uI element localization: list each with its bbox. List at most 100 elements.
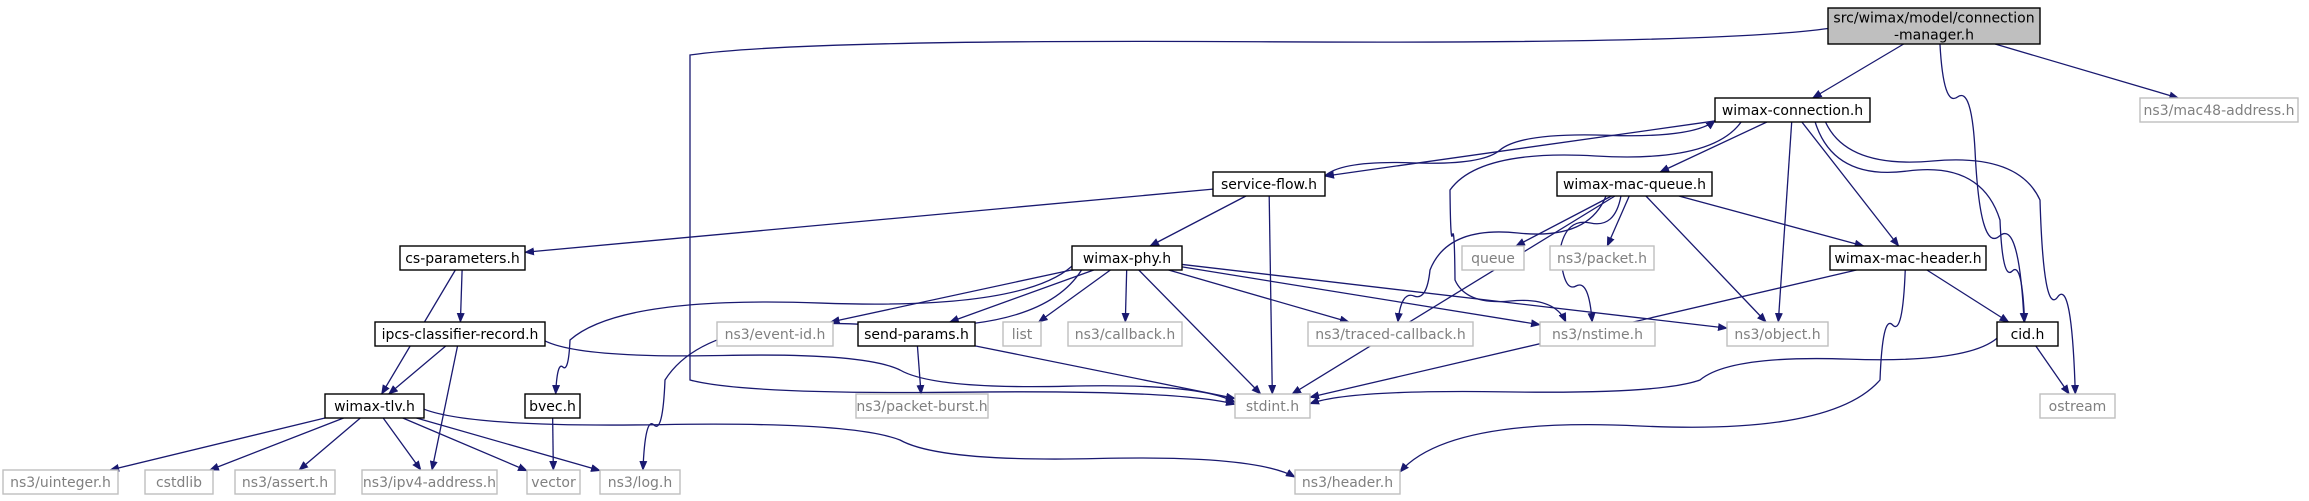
edge-wimax-phy-to-traced-callback bbox=[1168, 269, 1350, 324]
edge-path bbox=[549, 417, 558, 471]
edge-path bbox=[1399, 269, 1906, 473]
node-list: list bbox=[1002, 321, 1042, 347]
node-box bbox=[1307, 321, 1474, 347]
node-label: ns3/event-id.h bbox=[725, 327, 826, 343]
edge-service-flow-to-wimax-connection bbox=[1324, 119, 1716, 177]
edge-ipcs-to-wimax-tlv bbox=[387, 345, 447, 395]
edge-path bbox=[1645, 195, 1767, 323]
edge-path bbox=[948, 269, 1094, 323]
node-ipcs[interactable]: ipcs-classifier-record.h bbox=[374, 321, 546, 347]
node-label: service-flow.h bbox=[1221, 177, 1317, 193]
edge-wimax-connection-to-nstime bbox=[1449, 121, 1742, 323]
edge-path bbox=[689, 27, 1829, 406]
edge-path bbox=[1659, 121, 1768, 173]
node-cs-parameters[interactable]: cs-parameters.h bbox=[399, 245, 526, 271]
edge-path bbox=[1268, 195, 1277, 395]
node-bvec[interactable]: bvec.h bbox=[524, 393, 581, 419]
node-traced-callback: ns3/traced-callback.h bbox=[1307, 321, 1474, 347]
edge-path bbox=[552, 265, 1073, 395]
edge-path bbox=[544, 340, 1236, 403]
edge-wimax-tlv-to-assert bbox=[298, 417, 361, 471]
edge-path bbox=[1678, 195, 1865, 248]
node-box bbox=[855, 393, 989, 419]
node-label: src/wimax/model/connection bbox=[1833, 11, 2034, 27]
node-box bbox=[399, 245, 526, 271]
node-wimax-mac-header[interactable]: wimax-mac-header.h bbox=[1829, 245, 1987, 271]
edge-path bbox=[1324, 120, 1716, 179]
node-box bbox=[1714, 97, 1871, 123]
edge-wimax-phy-to-callback bbox=[1121, 269, 1130, 323]
edge-path bbox=[829, 269, 1073, 325]
node-queue: queue bbox=[1461, 245, 1525, 271]
node-ostream: ostream bbox=[2039, 393, 2116, 419]
node-box bbox=[2039, 393, 2116, 419]
edge-path bbox=[1309, 337, 1998, 405]
node-root: src/wimax/model/connection-manager.h bbox=[1827, 7, 2041, 45]
edge-root-to-mac48 bbox=[1994, 43, 2180, 100]
node-label: ns3/assert.h bbox=[242, 475, 328, 491]
node-box bbox=[1726, 321, 1829, 347]
node-label: ns3/ipv4-address.h bbox=[363, 475, 496, 491]
edge-wimax-connection-to-object bbox=[1774, 121, 1793, 323]
node-label: ns3/packet-burst.h bbox=[856, 399, 987, 415]
edge-path bbox=[423, 408, 1296, 478]
node-label: wimax-tlv.h bbox=[334, 399, 415, 415]
node-label: cstdlib bbox=[156, 475, 202, 491]
edge-path bbox=[429, 345, 459, 471]
edge-path bbox=[1814, 121, 2029, 323]
edge-path bbox=[1801, 121, 1900, 247]
node-wimax-phy[interactable]: wimax-phy.h bbox=[1071, 245, 1183, 271]
node-box bbox=[1549, 245, 1655, 271]
edge-root-to-wimax-connection bbox=[1811, 43, 1905, 99]
edge-wimax-mac-queue-to-object bbox=[1645, 195, 1767, 323]
node-label: ipcs-classifier-record.h bbox=[382, 327, 539, 343]
edge-path bbox=[208, 417, 344, 471]
node-label: vector bbox=[531, 475, 576, 491]
node-label: wimax-phy.h bbox=[1083, 251, 1171, 267]
edge-wimax-connection-to-wimax-mac-queue bbox=[1659, 121, 1768, 173]
node-wimax-tlv[interactable]: wimax-tlv.h bbox=[324, 393, 425, 419]
edge-path bbox=[416, 417, 601, 472]
node-service-flow[interactable]: service-flow.h bbox=[1212, 171, 1326, 197]
node-wimax-connection[interactable]: wimax-connection.h bbox=[1714, 97, 1871, 123]
node-box bbox=[374, 321, 546, 347]
node-box bbox=[1829, 245, 1987, 271]
edge-path bbox=[1324, 119, 1716, 177]
node-box bbox=[1827, 7, 2041, 45]
edge-path bbox=[456, 269, 465, 323]
edge-wimax-mac-queue-to-stdint bbox=[1291, 195, 1616, 395]
node-box bbox=[234, 469, 336, 495]
node-label: ns3/packet.h bbox=[1557, 251, 1647, 267]
edge-path bbox=[109, 417, 326, 472]
node-label: wimax-connection.h bbox=[1722, 103, 1863, 119]
edge-path bbox=[1037, 269, 1111, 323]
edge-wimax-tlv-to-cstdlib bbox=[208, 417, 344, 471]
node-log: ns3/log.h bbox=[599, 469, 681, 495]
edge-wimax-mac-header-to-header bbox=[1399, 269, 1906, 473]
node-box bbox=[1002, 321, 1042, 347]
node-box bbox=[361, 469, 498, 495]
node-label: send-params.h bbox=[864, 327, 969, 343]
node-ipv4: ns3/ipv4-address.h bbox=[361, 469, 498, 495]
node-cid[interactable]: cid.h bbox=[1996, 321, 2059, 347]
node-label: cid.h bbox=[2011, 327, 2045, 343]
edge-root-to-stdint bbox=[689, 27, 1829, 406]
node-label: wimax-mac-header.h bbox=[1834, 251, 1981, 267]
node-packet-burst: ns3/packet-burst.h bbox=[855, 393, 989, 419]
node-box bbox=[857, 321, 976, 347]
edge-wimax-tlv-to-header bbox=[423, 408, 1296, 478]
node-label: ns3/header.h bbox=[1302, 475, 1393, 491]
edge-path bbox=[387, 345, 447, 395]
edge-wimax-phy-to-stdint bbox=[1138, 269, 1262, 395]
edge-service-flow-to-cs-parameters bbox=[524, 188, 1214, 256]
edge-cs-parameters-to-ipcs bbox=[456, 269, 465, 323]
node-box bbox=[1212, 171, 1326, 197]
edge-send-params-to-packet-burst bbox=[916, 345, 925, 395]
edge-wimax-connection-to-wimax-mac-header bbox=[1801, 121, 1900, 247]
edge-path bbox=[1994, 43, 2180, 100]
edge-wimax-mac-header-to-cid bbox=[1926, 269, 2010, 323]
node-wimax-mac-queue[interactable]: wimax-mac-queue.h bbox=[1556, 171, 1713, 197]
node-box bbox=[2, 469, 119, 495]
edge-path bbox=[1515, 195, 1612, 247]
node-send-params[interactable]: send-params.h bbox=[857, 321, 976, 347]
